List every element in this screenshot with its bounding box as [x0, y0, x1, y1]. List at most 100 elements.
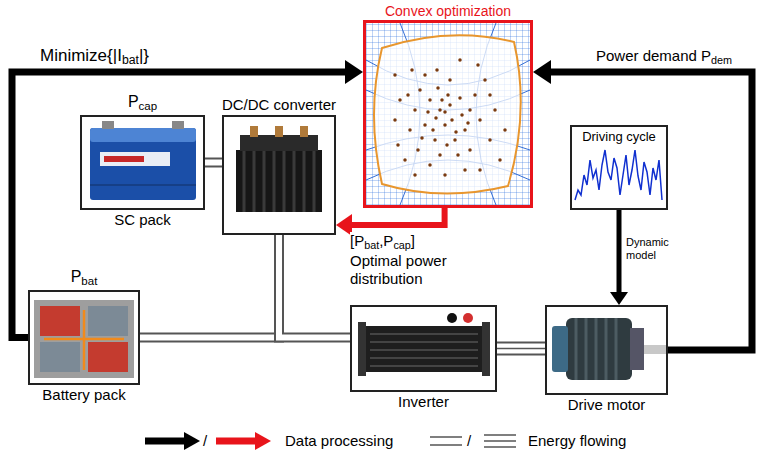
node-heading: Driving cycle [580, 129, 658, 145]
supercapacitor-picture-part [90, 184, 196, 186]
supercapacitor-picture [90, 121, 196, 200]
legend-text: Data processing [285, 432, 393, 450]
legend-samples-part [216, 438, 257, 445]
energy-line-gap [140, 235, 279, 338]
energy-line-gap [279, 235, 350, 338]
subscript: bat [81, 275, 97, 287]
energy-line [497, 348, 545, 349]
separator: / [203, 432, 207, 450]
legend-samples-part [255, 432, 271, 450]
inverter-picture-part [482, 322, 490, 376]
subscript: cap [139, 100, 158, 112]
optimization-mesh-part [366, 23, 530, 205]
optimizer-box: Convex optimization [363, 20, 533, 208]
battery-picture [34, 300, 134, 378]
legend-samples-part [484, 435, 516, 447]
subscript: bat [364, 239, 379, 251]
energy-line-outer [205, 158, 222, 168]
inverter-picture-part [463, 313, 473, 323]
converter-box: DC/DC converter [222, 115, 336, 235]
energy-line-gap [497, 344, 545, 354]
energy-line [140, 235, 279, 338]
driving-cycle-plot [575, 150, 662, 200]
node-heading: Inverter [398, 393, 449, 411]
motor-picture-part [644, 345, 666, 354]
battery-picture-part [40, 306, 80, 336]
energy-line-outer [279, 235, 350, 338]
optimization-mesh-part [366, 23, 530, 205]
node-heading: DC/DC converter [222, 96, 336, 114]
legend-samples-part [184, 432, 200, 450]
battery-picture-part [34, 300, 134, 378]
node-heading: Pbat [71, 267, 98, 289]
optimization-mesh-part [395, 60, 505, 175]
motor-picture-part [566, 318, 632, 380]
supercapacitor-picture-part [104, 156, 144, 162]
inverter-picture-part [370, 334, 478, 366]
battery-box: PbatBattery pack [28, 290, 140, 385]
legend-text: Energy flowing [528, 432, 626, 450]
energy-line-outer [140, 235, 279, 338]
arrow-head [610, 292, 628, 305]
inverter-picture-part [358, 322, 366, 376]
subscript: cap [393, 239, 410, 251]
node-caption: Battery pack [42, 386, 125, 404]
energy-line [205, 162, 222, 163]
arrow-head [533, 60, 551, 84]
supercapacitor-picture-part [172, 121, 184, 129]
arrow-line [548, 72, 752, 350]
node-heading: Drive motor [568, 396, 646, 414]
legend-samples [145, 432, 516, 450]
supercapacitor-picture-part [90, 128, 196, 200]
inverter-picture-part [447, 313, 457, 323]
energy-line-middle [497, 348, 545, 350]
energy-line-gap [205, 160, 222, 166]
node-caption: SC pack [114, 211, 171, 229]
motor-picture [552, 318, 666, 380]
converter-picture-part [250, 126, 258, 137]
converter-picture-part [275, 126, 283, 137]
legend-samples-part [145, 438, 186, 445]
battery-picture-part [44, 310, 124, 370]
converter-picture-part [244, 150, 314, 212]
edge-label: [Pbat,Pcap] [350, 232, 415, 252]
note-text: Optimal power distribution [350, 252, 468, 288]
supercapacitor-picture-part [102, 121, 114, 129]
converter-picture [236, 126, 322, 212]
motor-box: Drive motor [545, 305, 668, 395]
driving-cycle-plot-part [575, 150, 662, 200]
edge-label: Minimize{|Ibat|} [40, 46, 149, 68]
optimization-mesh [366, 23, 530, 205]
node-heading: Pcap [128, 92, 157, 114]
data-arrow [12, 60, 363, 338]
subscript: dem [711, 54, 732, 66]
inverter-picture [358, 313, 490, 376]
battery-picture-part [88, 306, 128, 336]
legend-samples-part [430, 437, 462, 445]
supercapacitor-picture-part [90, 128, 196, 142]
arrow-line [12, 72, 348, 338]
arrow-head [345, 60, 363, 84]
separator: / [467, 432, 471, 450]
motor-picture-part [630, 328, 644, 370]
arrow-line [617, 210, 622, 294]
energy-line [279, 235, 350, 338]
node-heading: Convex optimization [385, 3, 511, 20]
driving-cycle-box: Driving cycle [570, 125, 668, 210]
supercapacitor-picture-part [100, 152, 170, 166]
converter-picture-part [240, 135, 318, 151]
energy-line-outer [497, 342, 545, 356]
inverter-picture-part [362, 326, 486, 372]
edge-label: Dynamic model [626, 236, 674, 262]
inverter-box: Inverter [350, 305, 497, 392]
motor-picture-part [576, 318, 616, 380]
battery-picture-part [88, 342, 128, 372]
arrow-line [350, 208, 445, 225]
subscript: bat [122, 53, 139, 67]
converter-picture-part [236, 150, 322, 212]
sc-pack-box: PcapSC pack [80, 115, 205, 210]
edge-label: Power demand Pdem [596, 47, 732, 67]
motor-picture-part [552, 326, 568, 372]
battery-picture-part [40, 342, 80, 372]
